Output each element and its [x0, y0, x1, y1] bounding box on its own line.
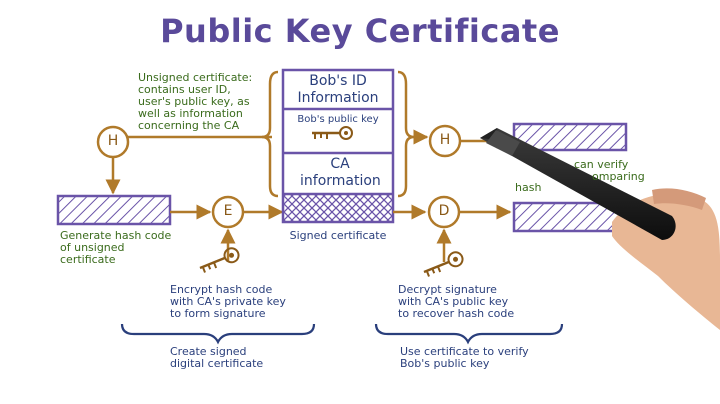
use-certificate-note: Use certificate to verify Bob's public k… — [400, 345, 529, 370]
right-curly-brace — [397, 70, 415, 198]
encrypt-note: Encrypt hash code with CA's private key … — [170, 283, 286, 320]
certificate-public-key-label: Bob's public key — [297, 114, 379, 125]
unsigned-certificate-note: Unsigned certificate: contains user ID, … — [138, 71, 253, 132]
signed-certificate-label: Signed certificate — [289, 229, 387, 242]
unsigned-hash-box — [56, 194, 172, 226]
hash-label-left: H — [107, 133, 119, 149]
key-icon — [423, 251, 464, 277]
certificate-id-section: Bob's ID Information — [297, 73, 379, 106]
verify-note-partial: can verify — [574, 158, 629, 171]
encrypt-label: E — [223, 203, 233, 219]
verify-note-partial-2: omparing — [592, 170, 645, 183]
bottom-brace-left — [120, 323, 316, 345]
decrypt-note: Decrypt signature with CA's public key t… — [398, 283, 515, 320]
certificate-ca-section: CA information — [300, 156, 381, 189]
decrypt-label: D — [438, 203, 450, 219]
key-icon — [199, 247, 240, 273]
hand-icon — [612, 188, 720, 330]
key-icon — [312, 126, 353, 140]
left-curly-brace — [261, 70, 279, 198]
bottom-brace-right — [374, 323, 564, 345]
signature-block — [284, 195, 392, 221]
hash-label-right: H — [439, 132, 451, 148]
create-signed-note: Create signed digital certificate — [170, 345, 264, 370]
pen-icon — [480, 128, 676, 240]
verify-note-partial-3: hash — [515, 181, 542, 194]
generate-hash-note: Generate hash code of unsigned certifica… — [60, 229, 172, 266]
page-title: Public Key Certificate — [160, 12, 560, 50]
